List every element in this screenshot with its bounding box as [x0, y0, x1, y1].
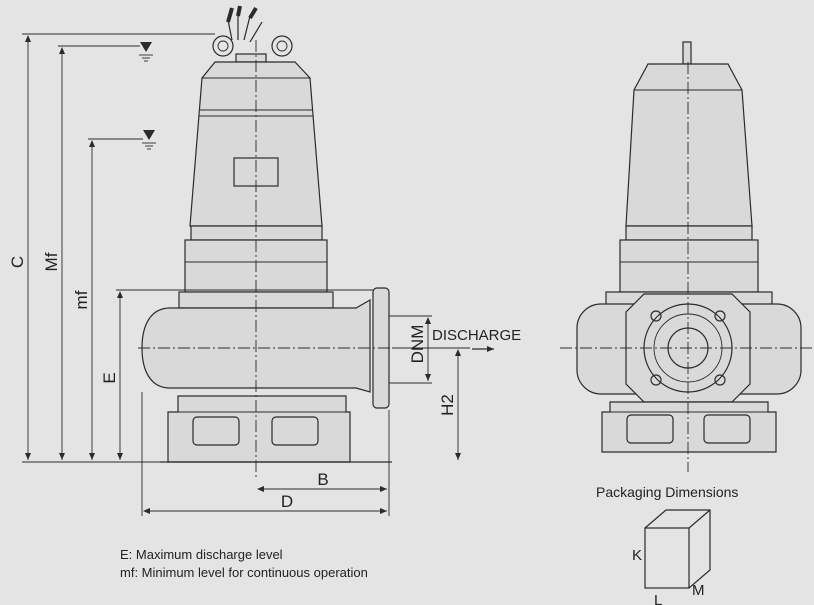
discharge-label: DISCHARGE [432, 327, 521, 344]
cable-bundle [226, 5, 263, 43]
bolt-hole-tl [650, 310, 662, 322]
legend-line-e: E: Maximum discharge level [120, 547, 283, 562]
lifting-eye-right [271, 35, 293, 57]
label-mf-max: Mf [42, 252, 61, 271]
side-cable-stub [682, 41, 692, 65]
base-opening-left [192, 416, 240, 446]
base-stand [167, 395, 351, 463]
side-view [560, 41, 814, 472]
bolt-hole-br [714, 374, 726, 386]
packaging-label-m: M [692, 582, 705, 599]
label-dnm: DNM [408, 325, 427, 364]
side-motor-band [625, 225, 753, 241]
packaging-box: K M L [632, 509, 711, 605]
packaging-label-k: K [632, 547, 642, 564]
lifting-eye-left [212, 35, 234, 57]
water-level-lower [142, 130, 156, 150]
packaging-label-l: L [654, 592, 662, 605]
legend-line-mf: mf: Minimum level for continuous operati… [120, 565, 368, 580]
water-level-upper [139, 42, 153, 62]
bolt-hole-tr [714, 310, 726, 322]
box-front-face [644, 527, 690, 589]
side-base-opening-left [626, 414, 674, 444]
label-e: E [100, 372, 119, 383]
legend: E: Maximum discharge level mf: Minimum l… [120, 546, 368, 582]
label-b: B [317, 470, 328, 489]
label-d: D [281, 492, 293, 511]
front-view [138, 5, 470, 478]
base-opening-right [271, 416, 319, 446]
side-motor-upper [625, 63, 753, 227]
label-h2: H2 [438, 394, 457, 416]
box-outline-back [644, 509, 711, 589]
cable-gland [235, 53, 267, 63]
bolt-hole-bl [650, 374, 662, 386]
side-motor-lower [619, 239, 759, 293]
label-mf-min: mf [72, 290, 91, 309]
motor-band [190, 225, 323, 241]
packaging-title: Packaging Dimensions [596, 484, 739, 500]
label-c: C [8, 256, 27, 268]
side-base-opening-right [703, 414, 751, 444]
